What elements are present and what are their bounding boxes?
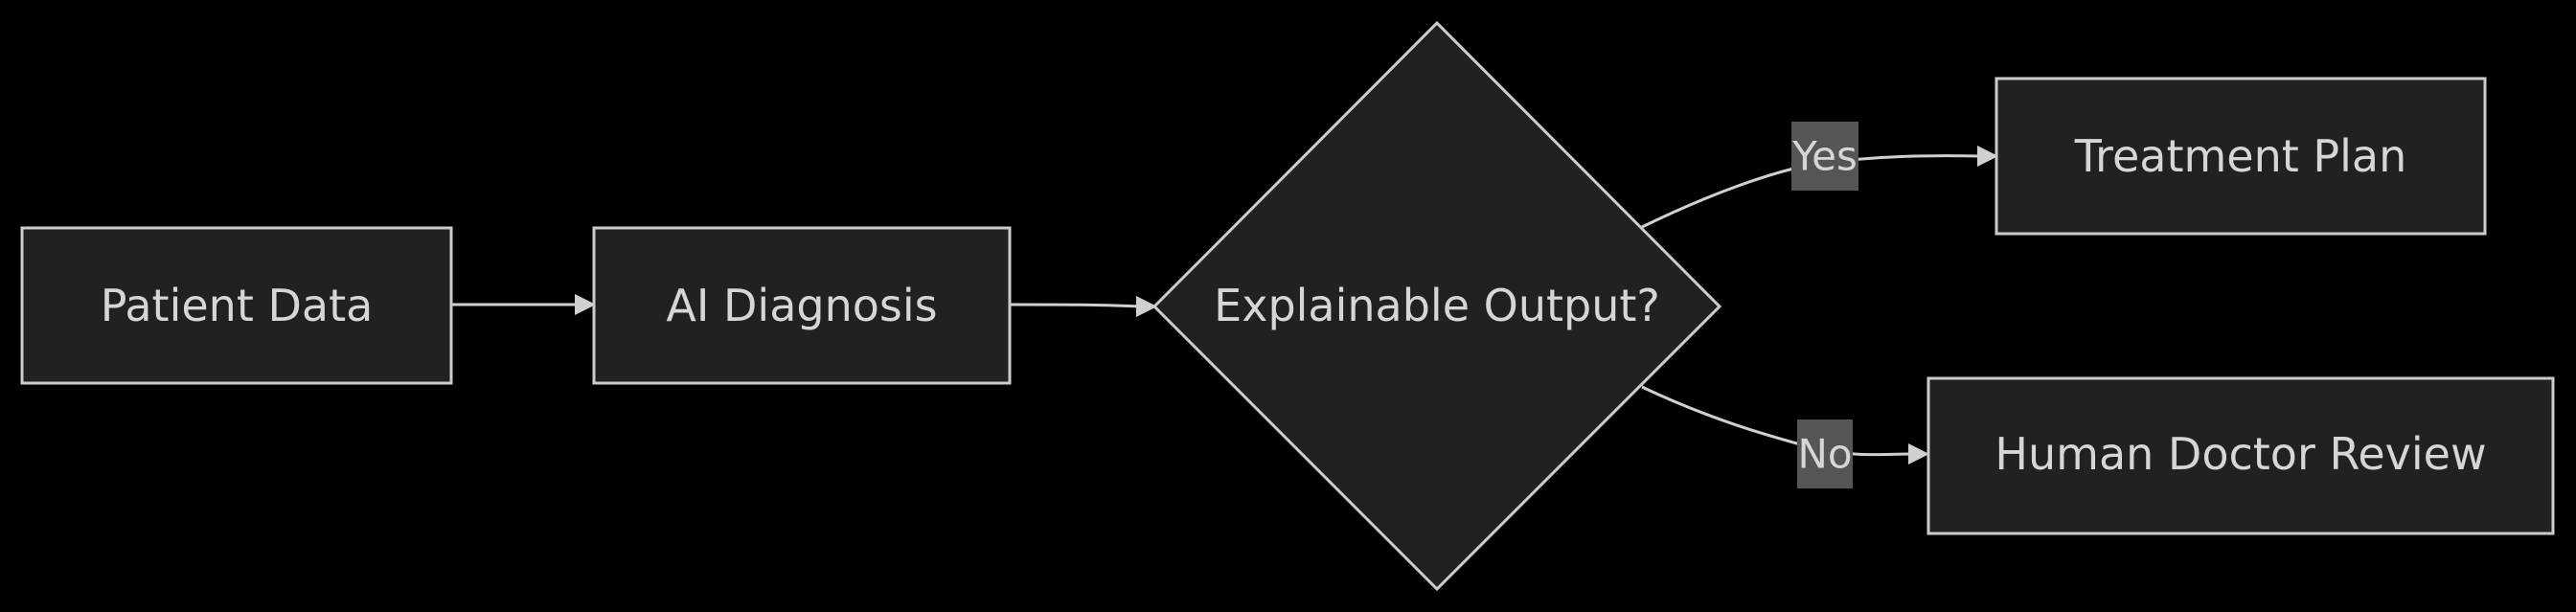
edge-label-no: No [1797, 419, 1853, 488]
edge-ai-to-decision [1009, 296, 1157, 317]
node-explainable-output-label: Explainable Output? [1214, 280, 1660, 331]
node-explainable-output-decision: Explainable Output? [1151, 20, 1722, 592]
node-patient-data-label: Patient Data [101, 280, 374, 331]
edge-decision-no [1641, 385, 1929, 465]
edge-label-yes: Yes [1791, 122, 1858, 191]
node-human-doctor-review: Human Doctor Review [1926, 376, 2555, 535]
edge-label-yes-text: Yes [1791, 133, 1858, 180]
edge-label-no-text: No [1797, 431, 1852, 478]
node-treatment-plan: Treatment Plan [1995, 77, 2487, 236]
node-ai-diagnosis-label: AI Diagnosis [666, 280, 937, 331]
node-patient-data: Patient Data [20, 226, 453, 385]
node-ai-diagnosis: AI Diagnosis [592, 226, 1012, 385]
node-treatment-plan-label: Treatment Plan [2074, 130, 2407, 182]
edge-patient-to-ai [452, 294, 596, 315]
node-human-doctor-review-label: Human Doctor Review [1995, 428, 2486, 480]
